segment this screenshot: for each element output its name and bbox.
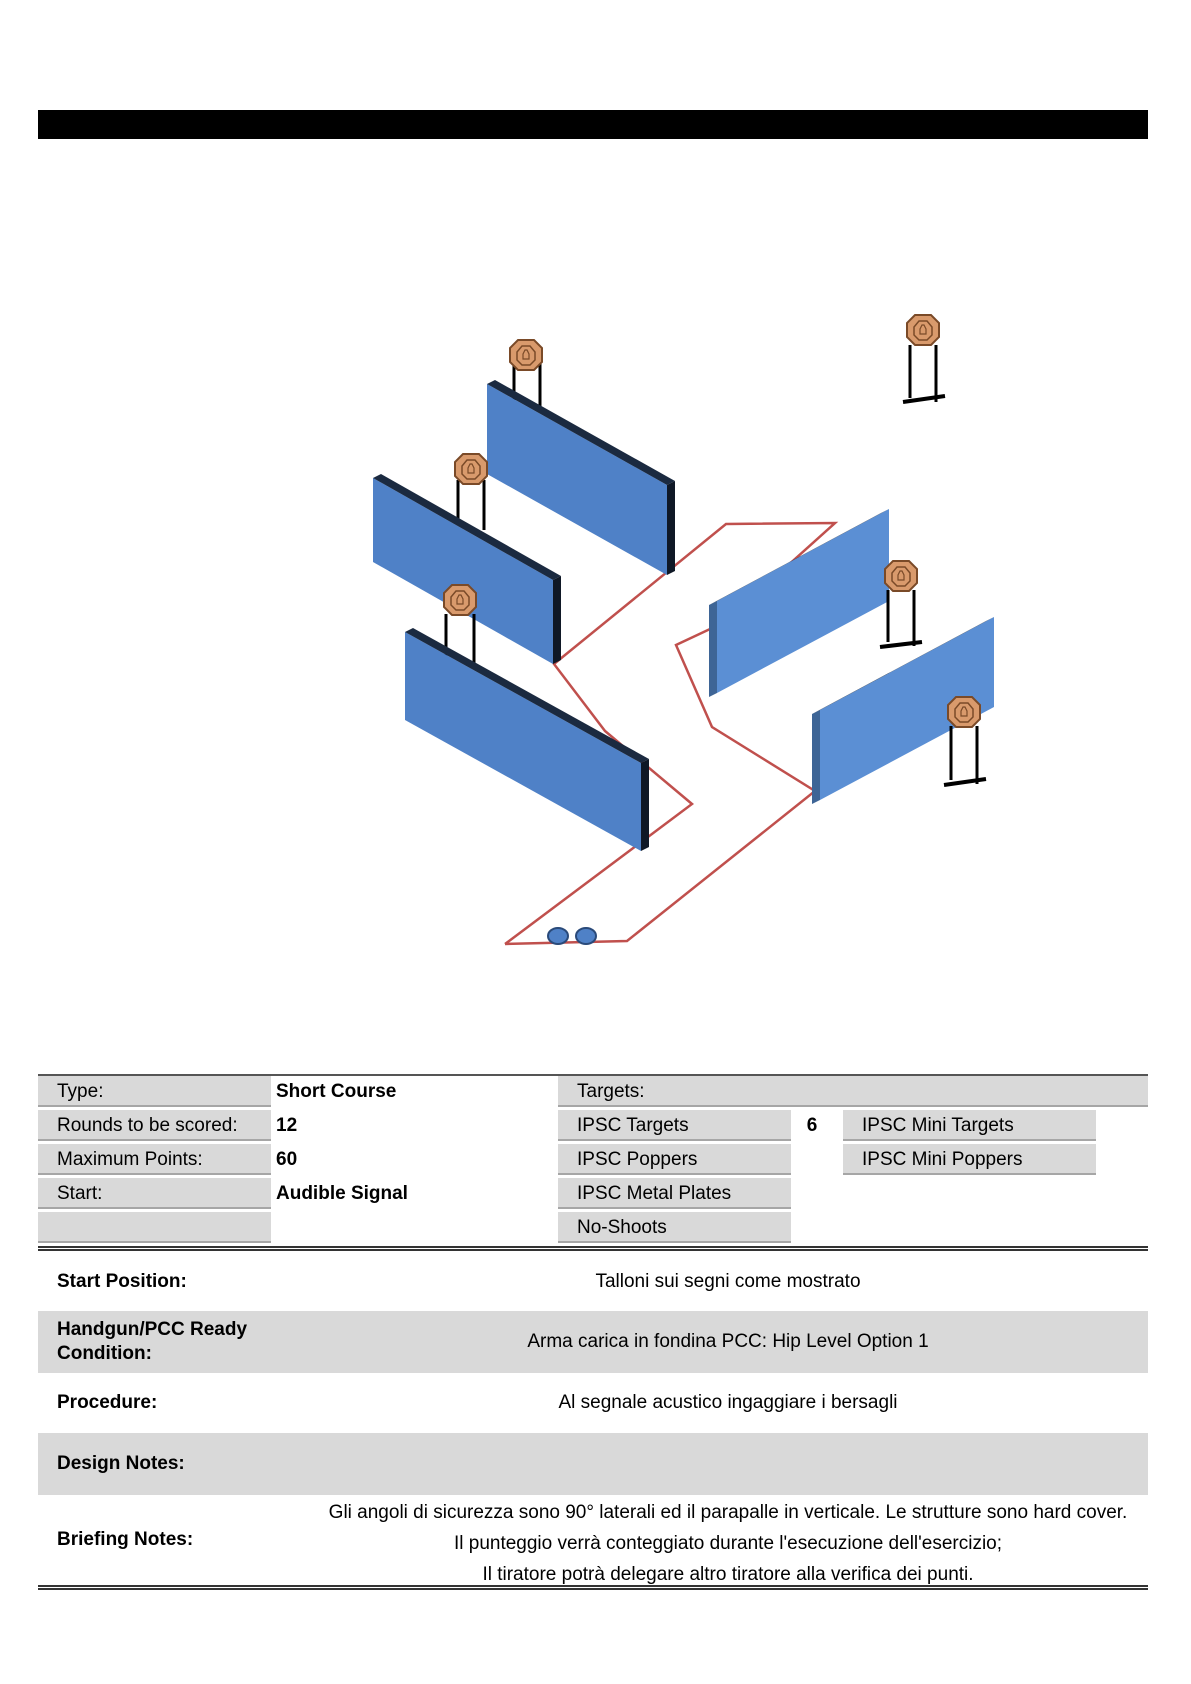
briefing-line: Il punteggio verrà conteggiato durante l…	[453, 1533, 1003, 1554]
type-label: Type:	[38, 1076, 271, 1107]
ipsc-targets-label: IPSC Targets	[558, 1110, 791, 1141]
max-points-label: Maximum Points:	[38, 1144, 271, 1175]
start-label: Start:	[38, 1178, 271, 1209]
ipsc-target-icon	[879, 560, 923, 649]
briefing-line: Gli angoli di sicurezza sono 90° lateral…	[328, 1502, 1128, 1523]
barricade-wall-icon	[487, 380, 675, 575]
barricade-wall-icon	[812, 617, 994, 804]
ipsc-metal-plates-label: IPSC Metal Plates	[558, 1178, 791, 1209]
header-bar	[38, 110, 1148, 139]
table-divider	[38, 1246, 1148, 1251]
type-value: Short Course	[276, 1081, 397, 1102]
start-position-row: Start Position: Talloni sui segni come m…	[38, 1252, 1148, 1311]
ipsc-mini-targets-label: IPSC Mini Targets	[843, 1110, 1096, 1141]
rounds-value: 12	[276, 1115, 298, 1136]
ipsc-target-icon	[454, 453, 488, 530]
ready-condition-row: Handgun/PCC Ready Condition: Arma carica…	[38, 1311, 1148, 1373]
stage-specs-table: Type: Short Course Targets: Rounds to be…	[38, 1074, 1148, 1252]
ipsc-targets-count: 6	[806, 1115, 818, 1136]
design-notes-row: Design Notes:	[38, 1433, 1148, 1495]
ipsc-mini-poppers-label: IPSC Mini Poppers	[843, 1144, 1096, 1175]
briefing-notes-label: Briefing Notes:	[57, 1529, 194, 1550]
ipsc-target-icon	[943, 696, 987, 787]
no-shoots-label: No-Shoots	[558, 1212, 791, 1243]
briefing-line: Il tiratore potrà delegare altro tirator…	[482, 1564, 974, 1585]
ready-condition-value: Arma carica in fondina PCC: Hip Level Op…	[527, 1331, 929, 1352]
ipsc-target-icon	[902, 314, 946, 404]
barricade-wall-icon	[405, 628, 649, 851]
start-position-label: Start Position:	[57, 1270, 187, 1292]
briefing-notes-row: Briefing Notes: Gli angoli di sicurezza …	[38, 1495, 1148, 1585]
stage-diagram	[373, 314, 994, 946]
rounds-label: Rounds to be scored:	[38, 1110, 271, 1141]
ipsc-poppers-label: IPSC Poppers	[558, 1144, 791, 1175]
barricade-wall-icon	[709, 509, 889, 697]
start-mark-icon	[547, 927, 597, 945]
targets-label: Targets:	[558, 1076, 1148, 1107]
procedure-row: Procedure: Al segnale acustico ingaggiar…	[38, 1373, 1148, 1433]
barricade-wall-icon	[373, 474, 561, 664]
footer-divider	[38, 1585, 1148, 1590]
procedure-label: Procedure:	[57, 1392, 158, 1413]
design-notes-label: Design Notes:	[57, 1453, 185, 1474]
procedure-value: Al segnale acustico ingaggiare i bersagl…	[558, 1392, 898, 1413]
ready-condition-label: Handgun/PCC Ready Condition:	[57, 1319, 248, 1364]
start-value: Audible Signal	[276, 1183, 408, 1204]
max-points-value: 60	[276, 1149, 298, 1170]
briefing-notes-text: Gli angoli di sicurezza sono 90° lateral…	[308, 1497, 1148, 1590]
start-position-value: Talloni sui segni come mostrato	[595, 1270, 861, 1292]
empty-label-cell	[38, 1212, 271, 1243]
